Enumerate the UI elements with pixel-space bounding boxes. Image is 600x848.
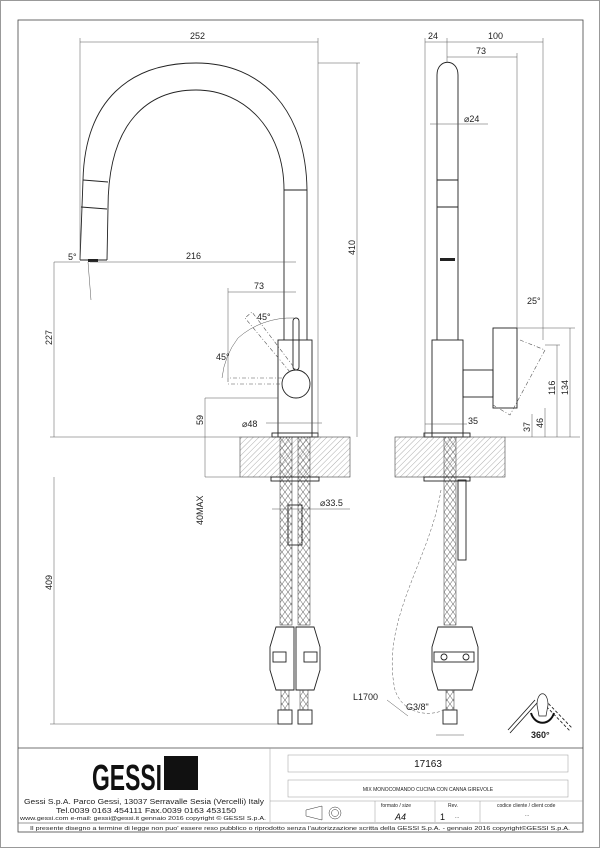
drawing-border bbox=[17, 19, 584, 833]
height-total-label: 410 bbox=[347, 240, 357, 255]
side-view: 24 100 73 ⌀24 25° 134 116 46 37 35 L1700… bbox=[353, 31, 580, 740]
lever-offset-label: 73 bbox=[254, 281, 264, 291]
hoses bbox=[269, 436, 321, 725]
rev-extra-label: ... bbox=[455, 814, 459, 820]
base-diameter-label: ⌀48 bbox=[242, 419, 257, 429]
spray-angle-label: 5° bbox=[68, 252, 77, 262]
format-label-label: formato / size bbox=[381, 803, 411, 809]
client-code-value-label: ... bbox=[525, 812, 529, 818]
drawing-description: MIX MONOCOMANDO CUCINA CON CANNA GIREVOL… bbox=[363, 787, 494, 793]
base-35-label: 35 bbox=[468, 416, 478, 426]
client-code-label-label: codice cliente / client code bbox=[497, 803, 556, 809]
rotation-label-label: 360° bbox=[531, 730, 550, 740]
side-spout bbox=[423, 61, 546, 438]
side-hoses bbox=[391, 436, 479, 725]
copyright-disclaimer: Il presente disegno a termine di legge n… bbox=[30, 825, 570, 832]
handle-depth-label: 73 bbox=[476, 46, 486, 56]
revision-value: 1 bbox=[440, 812, 445, 822]
height-46-label: 46 bbox=[535, 418, 545, 428]
connection-label: G3/8" bbox=[406, 702, 429, 712]
height-37-label: 37 bbox=[522, 422, 532, 432]
logo-text-label: GESSI bbox=[92, 757, 162, 798]
height-134-label: 134 bbox=[560, 380, 570, 395]
front-dimensions: 252 410 216 5° 227 73 45° 45° 59 ⌀48 40M… bbox=[44, 31, 360, 725]
width-total-label: 252 bbox=[190, 31, 205, 41]
depth-label: 100 bbox=[488, 31, 503, 41]
format-value: A4 bbox=[394, 812, 406, 822]
side-dimensions: 24 100 73 ⌀24 25° 134 116 46 37 35 L1700… bbox=[353, 31, 580, 736]
angle-1-label: 45° bbox=[257, 312, 271, 322]
spout-diameter-label: ⌀24 bbox=[464, 114, 479, 124]
flex-length-label: L1700 bbox=[353, 692, 378, 702]
company-web: www.gessi.com e-mail: gessi@gessi.it gen… bbox=[20, 815, 266, 822]
spout-diameter-top-label: 24 bbox=[428, 31, 438, 41]
height-116-label: 116 bbox=[547, 381, 557, 395]
company-address: Gessi S.p.A. Parco Gessi, 13037 Serraval… bbox=[24, 799, 265, 806]
spout bbox=[79, 62, 308, 340]
gessi-logo: GESSI bbox=[92, 756, 198, 798]
deck-max-label: 40MAX bbox=[195, 495, 205, 525]
height-spout-label: 227 bbox=[44, 330, 54, 345]
hose-length-label: 409 bbox=[44, 575, 54, 590]
deck-section bbox=[239, 436, 351, 478]
title-block: GESSI Gessi S.p.A. Parco Gessi, 13037 Se… bbox=[18, 747, 583, 832]
projection-symbol-icon bbox=[305, 805, 342, 821]
rev-label-label: Rev. bbox=[448, 803, 458, 809]
hole-diameter-label: ⌀33.5 bbox=[320, 498, 343, 508]
reach-label: 216 bbox=[186, 251, 201, 261]
angle-2-label: 45° bbox=[216, 352, 230, 362]
lever-angle-label: 25° bbox=[527, 296, 541, 306]
lever-height-label: 59 bbox=[195, 415, 205, 425]
drawing-code: 17163 bbox=[414, 759, 442, 770]
rotation-360-icon: 360° bbox=[507, 693, 573, 740]
front-view: 252 410 216 5° 227 73 45° 45° 59 ⌀48 40M… bbox=[44, 31, 360, 725]
company-phone: Tel.0039 0163 454111 Fax.0039 0163 45315… bbox=[56, 808, 236, 815]
